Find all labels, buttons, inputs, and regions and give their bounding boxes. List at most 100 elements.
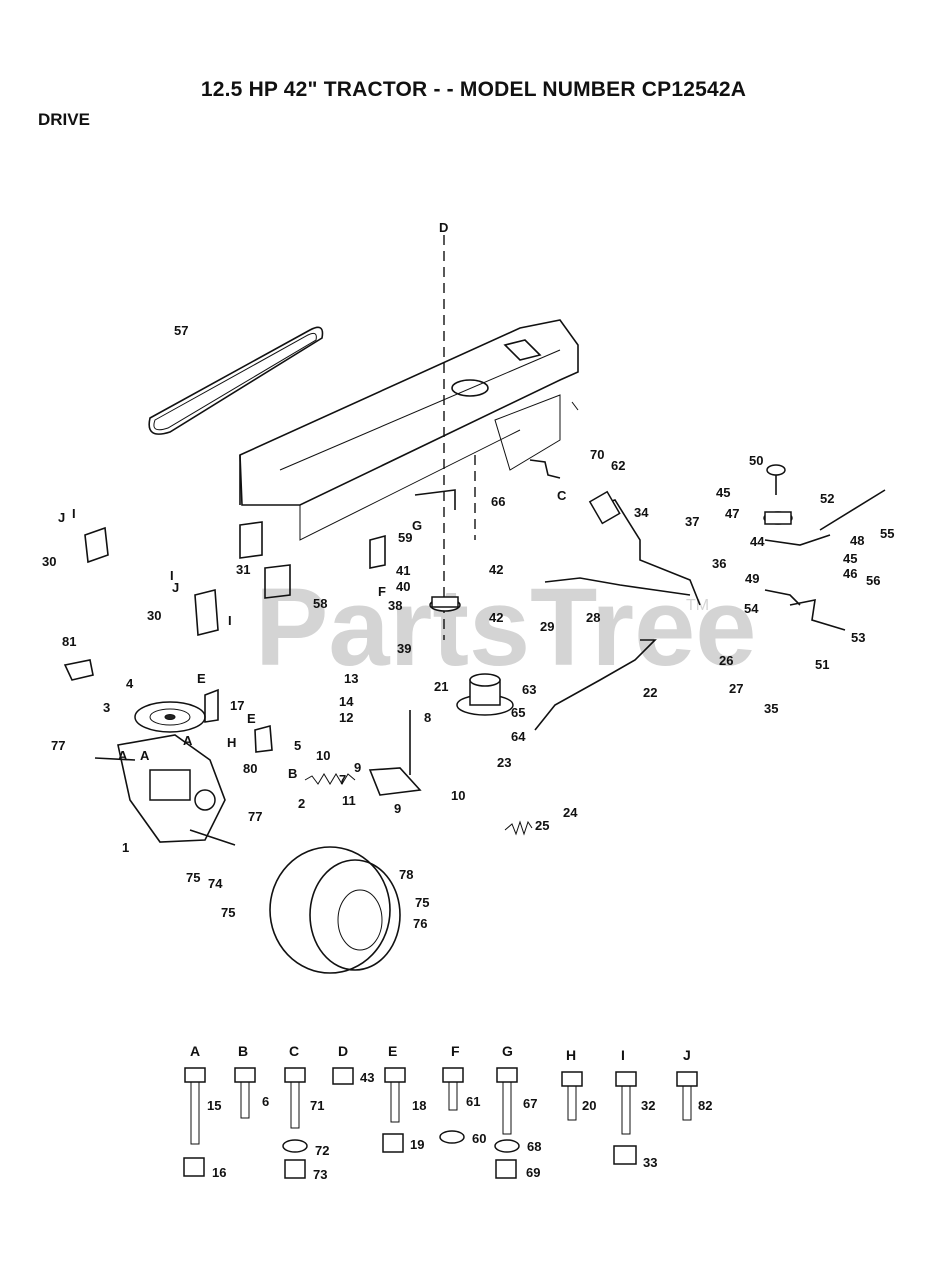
callout-A-1: A	[118, 748, 128, 763]
callout-58: 58	[313, 596, 327, 611]
callout-45a: 45	[716, 485, 730, 500]
hw-letter-J: J	[683, 1047, 691, 1063]
hw-letter-D: D	[338, 1043, 348, 1059]
bracket-30a	[84, 526, 109, 564]
callout-30a: 30	[42, 554, 56, 569]
callout-9a: 9	[354, 760, 361, 775]
callout-F-mid: F	[378, 584, 386, 599]
bracket-5	[254, 724, 273, 753]
lever-7	[368, 710, 422, 796]
hw-letter-F: F	[451, 1043, 460, 1059]
rod-55	[819, 489, 886, 531]
drive-belt	[148, 326, 324, 435]
hw-letter-A: A	[190, 1043, 200, 1059]
hw-part-73: 73	[313, 1167, 327, 1182]
hw-bolt-C	[284, 1067, 306, 1083]
callout-29: 29	[540, 619, 554, 634]
hw-part-6: 6	[262, 1094, 269, 1109]
bracket-58	[264, 564, 291, 599]
callout-56: 56	[866, 573, 880, 588]
callout-26: 26	[719, 653, 733, 668]
callout-51: 51	[815, 657, 829, 672]
callout-36: 36	[712, 556, 726, 571]
hw-letter-B: B	[238, 1043, 248, 1059]
pulley-47	[763, 511, 793, 525]
hw-letter-I: I	[621, 1047, 625, 1063]
callout-57: 57	[174, 323, 188, 338]
callout-10b: 10	[451, 788, 465, 803]
hw-letter-C: C	[289, 1043, 299, 1059]
bracket-59	[369, 534, 386, 569]
callout-A-2: A	[140, 748, 150, 763]
callout-23: 23	[497, 755, 511, 770]
transaxle	[94, 734, 236, 846]
callout-45b: 45	[843, 551, 857, 566]
callout-7: 7	[339, 772, 346, 787]
hw-bolt-A	[184, 1067, 206, 1083]
callout-A-3: A	[183, 733, 193, 748]
bracket-17	[204, 688, 219, 723]
callout-40: 40	[396, 579, 410, 594]
callout-66: 66	[491, 494, 505, 509]
callout-47: 47	[725, 506, 739, 521]
callout-49: 49	[745, 571, 759, 586]
callout-4: 4	[126, 676, 134, 691]
hw-washer-F	[439, 1130, 465, 1144]
tractor-chassis	[239, 319, 579, 541]
callout-5: 5	[294, 738, 301, 753]
callout-21: 21	[434, 679, 448, 694]
page-title: 12.5 HP 42" TRACTOR - - MODEL NUMBER CP1…	[200, 78, 747, 101]
transaxle-pulley	[134, 701, 206, 733]
callout-E-a: E	[197, 671, 206, 686]
bracket-31	[239, 521, 263, 559]
linkage-53	[789, 598, 846, 631]
callout-9b: 9	[394, 801, 401, 816]
hw-part-69: 69	[526, 1165, 540, 1180]
hw-nut-I	[613, 1145, 637, 1165]
hw-nut-D	[332, 1067, 354, 1085]
hw-part-71: 71	[310, 1098, 324, 1113]
hw-bolt-G	[496, 1067, 518, 1083]
callout-B-a: B	[288, 766, 297, 781]
callout-44: 44	[750, 534, 765, 549]
callout-30b: 30	[147, 608, 161, 623]
callout-27: 27	[729, 681, 743, 696]
hw-part-20: 20	[582, 1098, 596, 1113]
hw-part-61: 61	[466, 1094, 480, 1109]
bracket-66	[414, 489, 456, 510]
hw-letter-G: G	[502, 1043, 513, 1059]
callout-13: 13	[344, 671, 358, 686]
hw-part-67: 67	[523, 1096, 537, 1111]
callout-D-top: D	[439, 220, 448, 235]
idler-pulley-38	[429, 596, 461, 612]
hw-letter-E: E	[388, 1043, 397, 1059]
hw-part-19: 19	[410, 1137, 424, 1152]
rod-28	[544, 577, 691, 596]
hw-part-72: 72	[315, 1143, 329, 1158]
hw-nut-G	[495, 1159, 517, 1179]
callout-65: 65	[511, 705, 525, 720]
callout-48: 48	[850, 533, 864, 548]
callout-2: 2	[298, 796, 305, 811]
callout-3: 3	[103, 700, 110, 715]
watermark-text: PartsTree	[255, 566, 756, 689]
watermark-tm: TM	[686, 597, 709, 614]
callout-75b: 75	[221, 905, 235, 920]
callout-41: 41	[396, 563, 410, 578]
callout-I-c: I	[170, 568, 174, 583]
callout-75a: 75	[186, 870, 200, 885]
callout-8: 8	[424, 710, 431, 725]
callout-I-b: I	[228, 613, 232, 628]
hw-part-32: 32	[641, 1098, 655, 1113]
callout-78: 78	[399, 867, 413, 882]
callout-I-a: I	[72, 506, 76, 521]
hw-bolt-H	[561, 1071, 583, 1087]
callout-labels: 57 D 70 C 62 66 G 59 F 41 40 42 42 38 39…	[42, 220, 894, 931]
callout-52: 52	[820, 491, 834, 506]
hw-nut-A	[183, 1157, 205, 1177]
callout-35: 35	[764, 701, 778, 716]
callout-G-mid: G	[412, 518, 422, 533]
hw-bolt-B	[234, 1067, 256, 1083]
callout-J-a: J	[58, 510, 65, 525]
callout-64: 64	[511, 729, 526, 744]
